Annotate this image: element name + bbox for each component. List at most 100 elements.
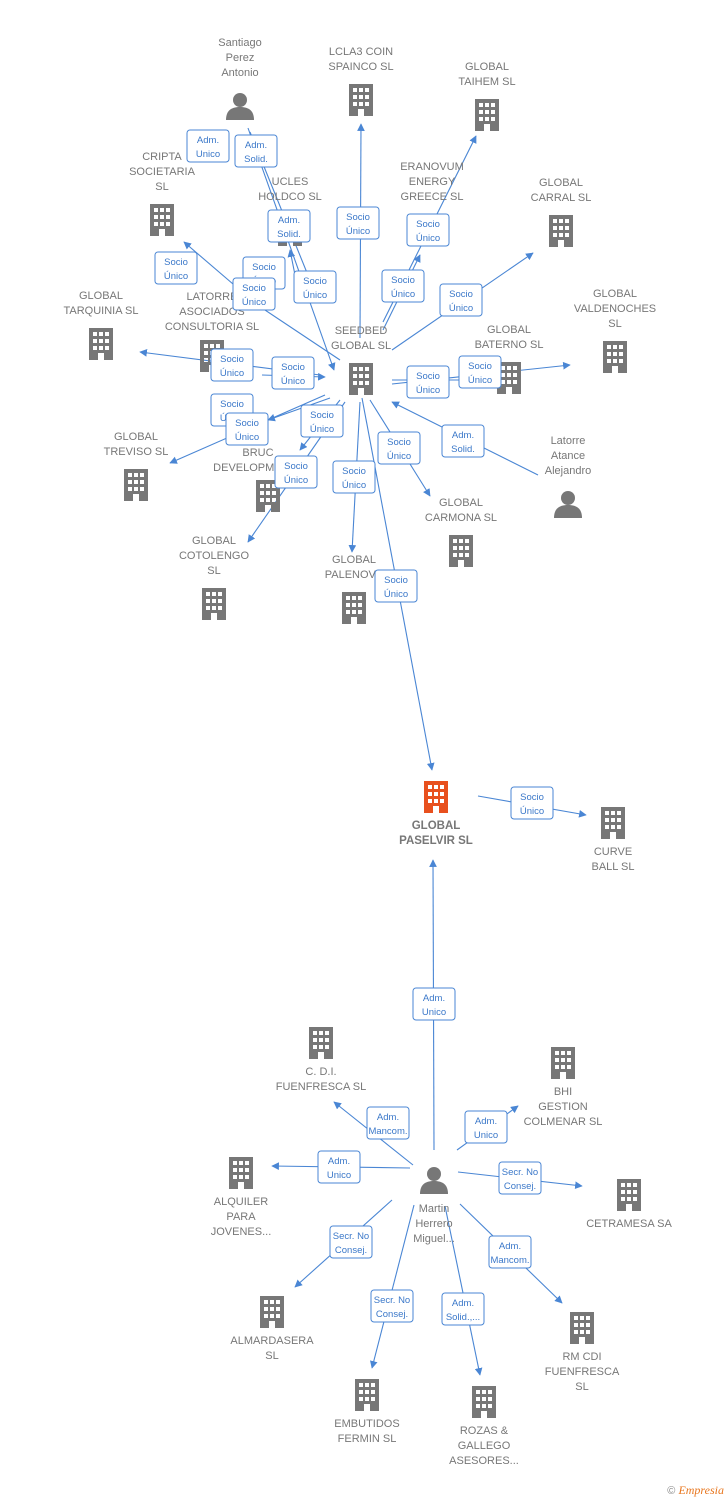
edge-label-text: Solid. [451, 444, 475, 455]
edge-label-text: Adm. [475, 1116, 497, 1127]
edge-label-text: Socio [342, 466, 366, 477]
node-label-line: CONSULTORIA SL [165, 321, 259, 333]
building-icon [349, 84, 373, 116]
edge-label-box [293, 270, 337, 304]
edge-label-text: Adm. [278, 215, 300, 226]
edge-label-text: Socio [220, 399, 244, 410]
building-icon [617, 1179, 641, 1211]
node-label-line: Miguel... [413, 1233, 455, 1245]
edge-label-e3: Adm.Solid. [267, 209, 311, 243]
node-cetramesa[interactable]: CETRAMESA SA [586, 1179, 672, 1230]
building-icon [355, 1379, 379, 1411]
edge-label-box [329, 1225, 373, 1259]
node-alquiler[interactable]: ALQUILERPARAJOVENES... [211, 1157, 272, 1238]
edge-label-box [154, 251, 198, 285]
edge-line-1 [247, 127, 336, 371]
node-martin[interactable]: MartinHerreroMiguel... [413, 1167, 455, 1245]
edge-label-text: Mancom. [490, 1255, 529, 1266]
node-label-line: PARA [226, 1211, 256, 1223]
edge-label-text: Consej. [376, 1309, 408, 1320]
edge-label-box [488, 1235, 532, 1269]
node-label-line: FUENFRESCA [545, 1366, 620, 1378]
node-label-line: SEEDBED [335, 325, 388, 337]
edge-label-text: Adm. [377, 1112, 399, 1123]
edge-label-box [271, 356, 315, 390]
node-label-line: Antonio [221, 67, 258, 79]
edge-label-box [336, 206, 380, 240]
node-label-line: GLOBAL [593, 288, 637, 300]
edge-label-text: Único [449, 303, 473, 314]
edge-line-32 [370, 1204, 415, 1369]
node-cdi[interactable]: C. D.I.FUENFRESCA SL [276, 1027, 366, 1093]
node-label-line: SPAINCO SL [328, 61, 393, 73]
edge-label-text: Único [220, 368, 244, 379]
node-label-line: ALMARDASERA [230, 1335, 314, 1347]
node-label-line: FERMIN SL [338, 1433, 397, 1445]
edge-label-text: Secr. No [502, 1167, 538, 1178]
node-label-line: GLOBAL [192, 535, 236, 547]
edge-label-text: Solid. [244, 154, 268, 165]
node-label-line: Atance [551, 450, 585, 462]
node-label-line: BALL SL [591, 861, 634, 873]
edge-label-box [381, 269, 425, 303]
edge-label-text: Socio [284, 461, 308, 472]
edge-label-text: Socio [384, 575, 408, 586]
node-label-line: ALQUILER [214, 1196, 268, 1208]
node-label-line: GREECE SL [401, 191, 464, 203]
node-label-line: VALDENOCHES [574, 303, 656, 315]
node-label-line: CETRAMESA SA [586, 1218, 672, 1230]
edge-label-text: Adm. [245, 140, 267, 151]
building-icon [202, 588, 226, 620]
node-label-line: BATERNO SL [475, 339, 544, 351]
edge-label-box [274, 455, 318, 489]
node-label-line: Latorre [551, 435, 586, 447]
node-label-line: LATORRE [187, 291, 238, 303]
edge-label-text: Consej. [335, 1245, 367, 1256]
edge-label-text: Socio [242, 283, 266, 294]
edge-label-box [441, 1292, 485, 1326]
edge-label-text: Único [520, 806, 544, 817]
brand-name: Empresia [678, 1483, 724, 1497]
node-label-line: ROZAS & [460, 1425, 509, 1437]
node-label-line: PALENOVE [325, 569, 384, 581]
edge-label-box [439, 283, 483, 317]
edge-label-text: Adm. [452, 1298, 474, 1309]
edge-label-text: Único [342, 480, 366, 491]
node-label-line: CARMONA SL [425, 512, 497, 524]
node-label-line: Perez [226, 52, 255, 64]
node-rozas[interactable]: ROZAS &GALLEGOASESORES... [449, 1386, 519, 1467]
edge-label-text: Único [468, 375, 492, 386]
edge-label-text: Socio [303, 276, 327, 287]
